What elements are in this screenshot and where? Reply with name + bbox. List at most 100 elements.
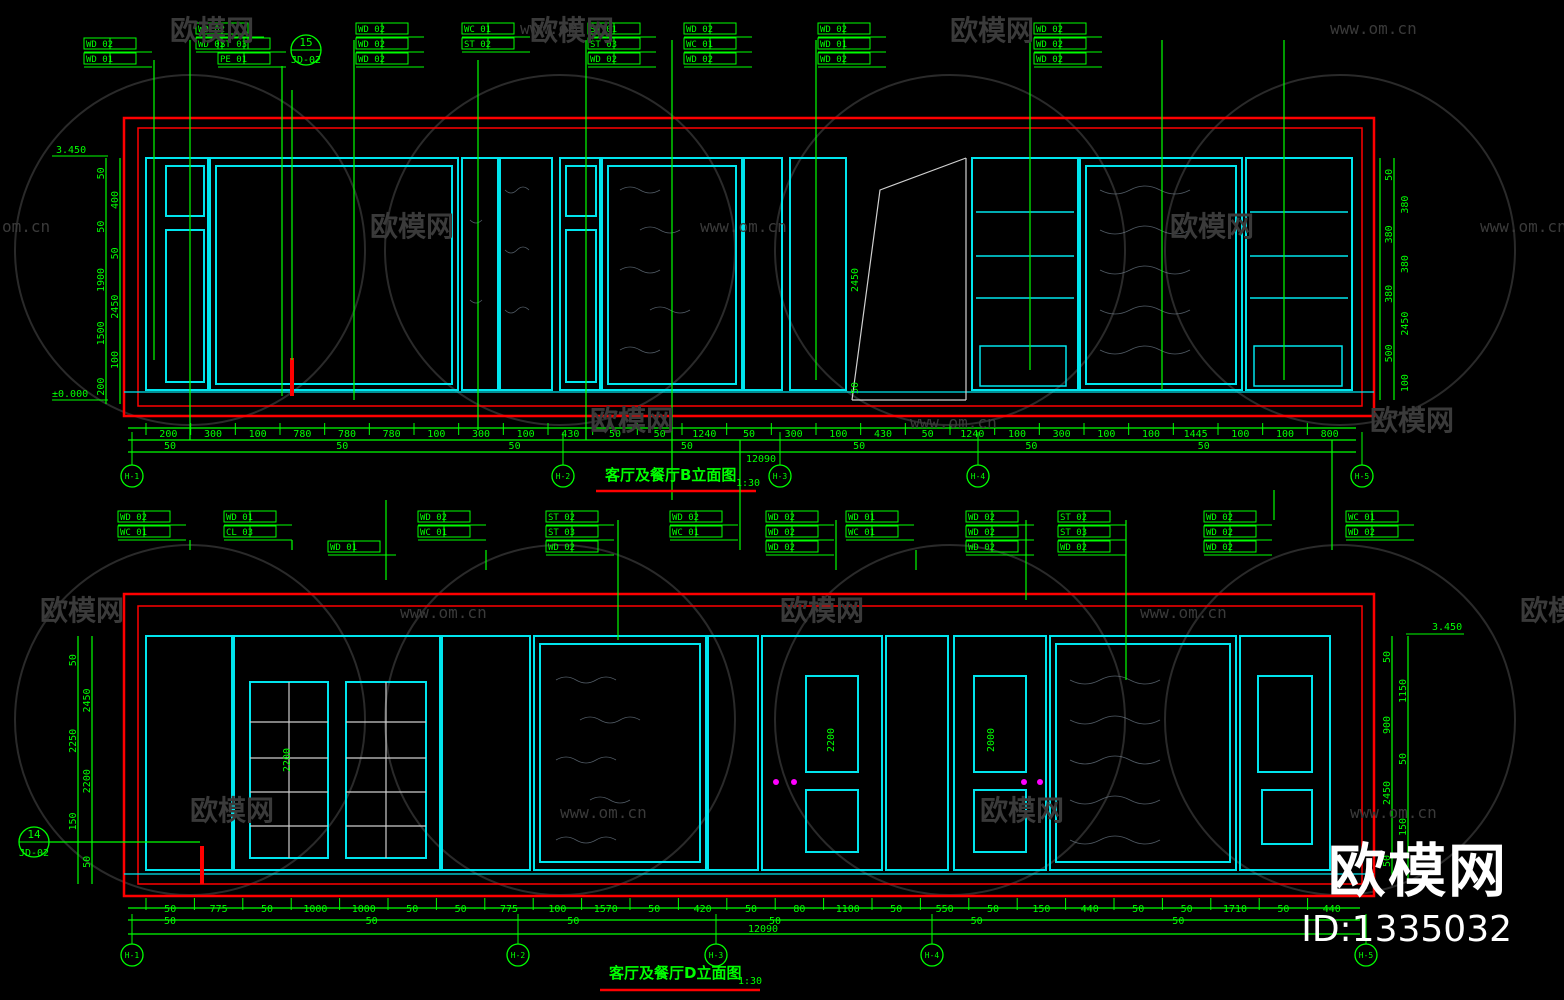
- watermark-brand: 欧模网: [530, 14, 614, 47]
- material-tag-code: ST 02: [464, 40, 491, 50]
- dimension-text: 50: [853, 441, 865, 452]
- elevation-b-leaders: [153, 40, 1285, 500]
- elevation-d-title: 客厅及餐厅D立面图: [608, 964, 741, 982]
- dimension-text: 50: [336, 441, 348, 452]
- material-tag: ST 02: [1057, 510, 1126, 526]
- dimension-text: 780: [293, 429, 311, 440]
- material-tag-code: WD 02: [968, 543, 995, 553]
- grid-axis-bubble: H-2: [506, 914, 530, 967]
- dimension-text: 1000: [303, 904, 327, 915]
- material-tag: WD 02: [817, 52, 886, 68]
- dimension-text: 50: [164, 904, 176, 915]
- overall-dimension: 12090: [748, 924, 778, 935]
- dimension-text: 1710: [1223, 904, 1247, 915]
- material-tag: WD 02: [1203, 540, 1272, 556]
- watermark-brand: 欧模网: [950, 14, 1034, 47]
- grid-axis-label: H-5: [1359, 951, 1374, 960]
- material-tag: WD 02: [355, 22, 424, 38]
- elevation-b-level-bottom: ±0.000: [52, 389, 88, 400]
- material-tag-code: WD 01: [226, 513, 253, 523]
- material-tag-code: WC 01: [686, 40, 713, 50]
- dimension-text: 380: [1384, 285, 1395, 303]
- dimension-text: 2450: [1382, 781, 1393, 805]
- watermark-brand: 欧模网: [170, 14, 254, 47]
- material-tag: WC 01: [417, 525, 486, 541]
- dimension-text: 775: [500, 904, 518, 915]
- svg-text:14: 14: [27, 828, 41, 841]
- material-tag-code: WD 02: [198, 40, 225, 50]
- dimension-text: 50: [1398, 753, 1409, 765]
- material-tag: WD 02: [1033, 52, 1102, 68]
- material-tag-code: WC 01: [464, 25, 491, 35]
- material-tag: WD 01: [83, 52, 152, 68]
- dimension-text: 50: [1277, 904, 1289, 915]
- watermark-id: ID:1335032: [1301, 909, 1512, 950]
- material-tag: WD 02: [355, 37, 424, 53]
- elevation-b-wall-outline: [122, 116, 1376, 418]
- elevation-b-title: 客厅及餐厅B立面图: [604, 466, 736, 484]
- dimension-text: 100: [548, 904, 566, 915]
- dimension-text: 100: [249, 429, 267, 440]
- material-tag-code: ST 03: [1060, 528, 1087, 538]
- dimension-text: 50: [1025, 441, 1037, 452]
- dimension-text: 100: [1097, 429, 1115, 440]
- material-tag: WC 01: [1345, 510, 1414, 526]
- dimension-text: 50: [509, 441, 521, 452]
- material-tag-code: WD 02: [768, 528, 795, 538]
- dimension-text: 50: [164, 916, 176, 927]
- dimension-text: 380: [1400, 196, 1411, 214]
- material-tag: ST 03: [587, 37, 656, 53]
- grid-axis-bubble: H-1: [120, 432, 144, 488]
- material-tag: WD 02: [1033, 37, 1102, 53]
- watermark-url: www.om.cn: [520, 19, 607, 38]
- material-tag: WD 02: [683, 22, 752, 38]
- material-tag-code: CL 03: [226, 528, 253, 538]
- grid-axis-label: H-1: [125, 472, 140, 481]
- dimension-text: 50: [922, 429, 934, 440]
- dimension-text: 780: [338, 429, 356, 440]
- material-tag: WD 02: [683, 52, 752, 68]
- watermark-url: www.om.cn: [1350, 803, 1437, 822]
- material-tag: WD 02: [817, 22, 886, 38]
- watermark-brand: 欧模网: [1370, 404, 1454, 437]
- watermark-url: www.om.cn: [560, 803, 647, 822]
- material-tag: ST 03: [217, 37, 286, 53]
- dimension-text: 50: [68, 654, 79, 666]
- material-tag-code: WD 02: [820, 55, 847, 65]
- grid-axis-bubble: H-4: [966, 432, 990, 488]
- dimension-text: 775: [210, 904, 228, 915]
- dimension-text: 50: [82, 856, 93, 868]
- material-tag-code: WD 02: [358, 40, 385, 50]
- dimension-text: 150: [1032, 904, 1050, 915]
- dimension-text: 200: [159, 429, 177, 440]
- material-tag: WD 01: [223, 510, 292, 526]
- elevation-d-cabinet-grid: [250, 682, 426, 858]
- grid-axis-bubble: H-1: [120, 914, 144, 967]
- material-tag-code: WD 02: [768, 543, 795, 553]
- dimension-text: 50: [987, 904, 999, 915]
- dimension-text: 440: [1323, 904, 1341, 915]
- dimension-text: 50: [745, 904, 757, 915]
- material-tag-code: WC 01: [848, 528, 875, 538]
- dimension-text: 50: [648, 904, 660, 915]
- watermark-url: www.om.cn: [700, 217, 787, 236]
- dimension-text: 300: [1053, 429, 1071, 440]
- elevation-d-scale: 1:30: [738, 976, 762, 987]
- dimension-text: 50: [850, 382, 861, 394]
- dimension-text: 550: [936, 904, 954, 915]
- material-tag-code: WD 02: [86, 40, 113, 50]
- dimension-text: 50: [1198, 441, 1210, 452]
- grid-axis-bubble: H-3: [704, 914, 728, 967]
- dimension-text: 440: [1081, 904, 1099, 915]
- material-tag-code: WD 02: [198, 25, 225, 35]
- dimension-text: 2250: [68, 729, 79, 753]
- material-tag-code: WD 02: [1206, 543, 1233, 553]
- elevation-b-scale: 1:30: [736, 478, 760, 489]
- material-tag: WC 01: [461, 22, 530, 38]
- watermark-url: www.om.cn: [1330, 19, 1417, 38]
- material-tag-code: ST 01: [590, 25, 617, 35]
- material-tag-code: WD 02: [1036, 25, 1063, 35]
